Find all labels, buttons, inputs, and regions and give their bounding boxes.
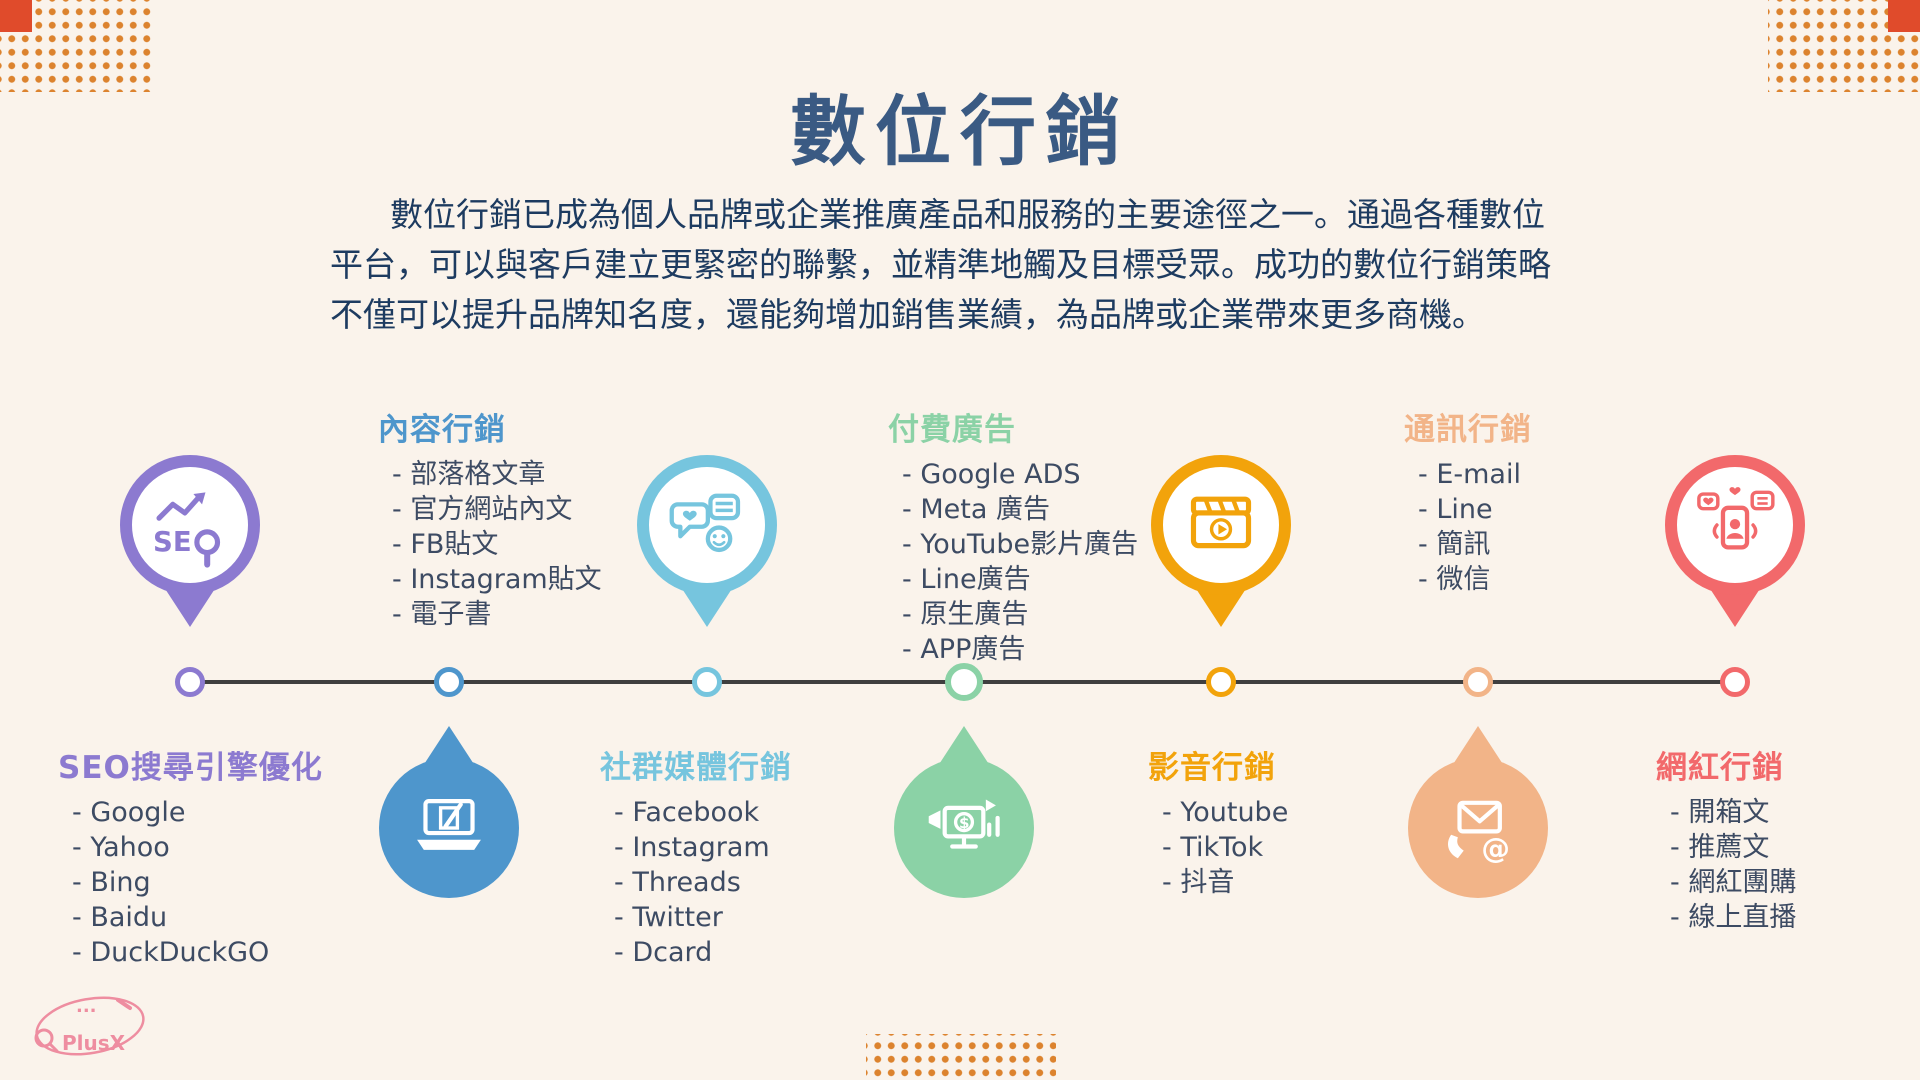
influencer-pin xyxy=(1665,455,1805,627)
list-item: - 官方網站內文 xyxy=(392,494,573,525)
content-teardrop xyxy=(379,726,519,898)
list-item: - YouTube影片廣告 xyxy=(902,529,1139,560)
category-list: - Facebook - Instagram - Threads - Twitter -… xyxy=(600,795,792,970)
category-title: 網紅行銷 xyxy=(1656,750,1784,786)
timeline-node-paid-ads xyxy=(945,663,983,701)
category-video-marketing: 影音行銷 - Youtube - TikTok - 抖音 xyxy=(1148,742,1288,900)
list-item: - 電子書 xyxy=(392,599,492,630)
category-title: 通訊行銷 xyxy=(1404,412,1532,448)
corner-square-top-right xyxy=(1888,0,1920,32)
svg-text:$: $ xyxy=(959,814,970,832)
category-paid-ads: 付費廣告 - Google ADS- Meta 廣告- YouTube影片廣告-… xyxy=(888,404,1138,667)
category-list: - Google - Yahoo - Bing - Baidu - DuckDuckGO xyxy=(58,795,323,970)
list-item: - Yahoo xyxy=(72,832,170,863)
list-item: - Line xyxy=(1418,494,1493,525)
messaging-teardrop: @ xyxy=(1408,726,1548,898)
seo-pin-circle: SE xyxy=(120,455,260,595)
list-item: - Instagram xyxy=(614,832,770,863)
list-item: - Youtube xyxy=(1162,797,1289,828)
timeline-node-social xyxy=(692,667,722,697)
seo-pin: SE xyxy=(120,455,260,627)
bottom-center-dots xyxy=(866,1034,1056,1080)
category-social-media: 社群媒體行銷 - Facebook - Instagram - Threads - T… xyxy=(600,742,792,970)
category-messaging-marketing: 通訊行銷 - E-mail - Line - 簡訊 - 微信 xyxy=(1404,404,1532,597)
video-pin xyxy=(1151,455,1291,627)
svg-text:SE: SE xyxy=(153,526,192,558)
list-item: - DuckDuckGO xyxy=(72,937,270,968)
messaging-teardrop-circle: @ xyxy=(1408,758,1548,898)
seo-magnifier-icon: SE xyxy=(153,492,221,568)
influencer-phone-icon xyxy=(1697,487,1775,550)
page-title: 數位行銷 xyxy=(790,87,1130,176)
list-item: - 原生廣告 xyxy=(902,599,1029,630)
category-title: 內容行銷 xyxy=(378,412,506,448)
influencer-pin-circle xyxy=(1665,455,1805,595)
category-seo: SEO搜尋引擎優化 - Google- Yahoo- Bing- Baidu- … xyxy=(58,742,323,970)
list-item: - Google xyxy=(72,797,186,828)
category-list: - Google ADS - Meta 廣告 - YouTube影片廣告 - Line… xyxy=(888,457,1138,667)
magnifier-icon xyxy=(34,1028,54,1048)
list-item: - Threads xyxy=(614,867,741,898)
timeline-node-messaging xyxy=(1463,667,1493,697)
plusx-logo-mark: ... PlusX xyxy=(34,996,145,1056)
mail-phone-icon: @ xyxy=(1447,800,1510,865)
category-list: - Youtube - TikTok - 抖音 xyxy=(1148,795,1288,900)
list-item: - 抖音 xyxy=(1162,867,1235,898)
list-item: - Line廣告 xyxy=(902,564,1031,595)
list-item: - 線上直播 xyxy=(1670,902,1797,933)
plusx-logo: ... PlusX xyxy=(24,982,156,1070)
intro-paragraph: 數位行銷已成為個人品牌或企業推廣產品和服務的主要途徑之一。通過各種數位 平台，可… xyxy=(330,190,1620,340)
list-item: - Meta 廣告 xyxy=(902,494,1050,525)
paid-ads-teardrop: $ xyxy=(894,726,1034,898)
category-list: - 部落格文章 - 官方網站內文 - FB貼文 - Instagram貼文 - 電子書 xyxy=(378,457,602,632)
logo-text: PlusX xyxy=(62,1031,126,1055)
list-item: - Instagram貼文 xyxy=(392,564,602,595)
content-teardrop-circle xyxy=(379,758,519,898)
digital-ads-icon: $ xyxy=(928,799,1000,849)
list-item: - Facebook xyxy=(614,797,760,828)
list-item: - Twitter xyxy=(614,902,723,933)
paid-ads-teardrop-circle: $ xyxy=(894,758,1034,898)
svg-text:@: @ xyxy=(1481,831,1510,865)
list-item: - Google ADS xyxy=(902,459,1081,490)
category-content-marketing: 內容行銷 - 部落格文章- 官方網站內文- FB貼文- Instagram貼文-… xyxy=(378,404,602,632)
list-item: - APP廣告 xyxy=(902,634,1026,665)
category-title: 付費廣告 xyxy=(888,412,1016,448)
intro-line-2: 平台，可以與客戶建立更緊密的聯繫，並精準地觸及目標受眾。成功的數位行銷策略 xyxy=(330,245,1551,284)
social-pin xyxy=(637,455,777,627)
video-pin-circle xyxy=(1151,455,1291,595)
timeline-node-content xyxy=(434,667,464,697)
chat-bubbles-icon xyxy=(669,493,741,553)
timeline-node-video xyxy=(1206,667,1236,697)
laptop-pen-icon xyxy=(417,799,481,850)
category-title: 社群媒體行銷 xyxy=(600,750,792,786)
timeline-node-seo xyxy=(175,667,205,697)
list-item: - 網紅團購 xyxy=(1670,867,1797,898)
pencil-icon xyxy=(116,998,132,1010)
corner-square-top-left xyxy=(0,0,32,32)
list-item: - Dcard xyxy=(614,937,713,968)
list-item: - E-mail xyxy=(1418,459,1521,490)
list-item: - 部落格文章 xyxy=(392,459,546,490)
list-item: - Bing xyxy=(72,867,151,898)
social-pin-circle xyxy=(637,455,777,595)
list-item: - 開箱文 xyxy=(1670,797,1770,828)
category-list: - E-mail - Line - 簡訊 - 微信 xyxy=(1404,457,1532,597)
category-list: - 開箱文 - 推薦文 - 網紅團購 - 線上直播 xyxy=(1656,795,1796,935)
category-title: 影音行銷 xyxy=(1148,750,1276,786)
list-item: - 推薦文 xyxy=(1670,832,1770,863)
category-influencer-marketing: 網紅行銷 - 開箱文 - 推薦文 - 網紅團購 - 線上直播 xyxy=(1656,742,1796,935)
logo-dots: ... xyxy=(76,996,97,1017)
category-title: SEO搜尋引擎優化 xyxy=(58,750,323,786)
video-clapperboard-icon xyxy=(1190,496,1252,549)
list-item: - 簡訊 xyxy=(1418,529,1491,560)
list-item: - 微信 xyxy=(1418,564,1491,595)
timeline-node-influencer xyxy=(1720,667,1750,697)
intro-line-3: 不僅可以提升品牌知名度，還能夠增加銷售業績，為品牌或企業帶來更多商機。 xyxy=(330,295,1485,334)
list-item: - TikTok xyxy=(1162,832,1264,863)
intro-line-1: 數位行銷已成為個人品牌或企業推廣產品和服務的主要途徑之一。通過各種數位 xyxy=(390,195,1545,234)
list-item: - FB貼文 xyxy=(392,529,499,560)
list-item: - Baidu xyxy=(72,902,168,933)
